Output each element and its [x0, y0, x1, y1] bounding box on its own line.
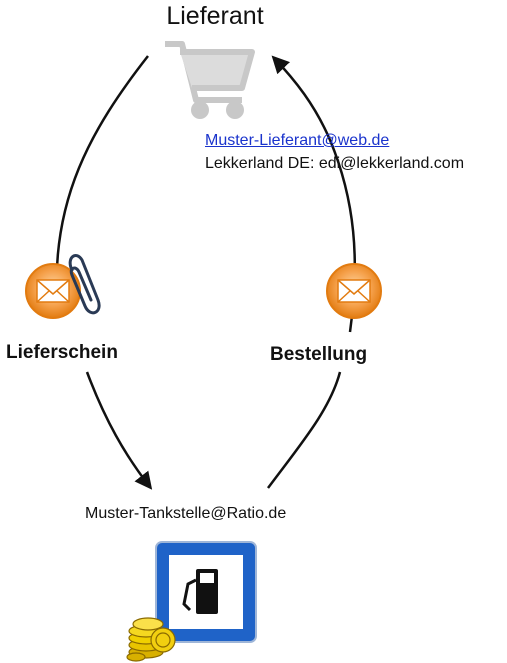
- lieferschein-label: Lieferschein: [6, 342, 118, 363]
- mail-icon: [326, 263, 382, 319]
- supplier-title: Lieferant: [166, 2, 264, 30]
- coins-icon: [126, 617, 176, 662]
- bestellung-label: Bestellung: [270, 344, 368, 365]
- mail-icon: [25, 263, 81, 319]
- supplier-email-link[interactable]: Muster-Lieferant@web.de: [205, 132, 390, 149]
- right-arc-lower: [266, 371, 342, 489]
- paperclip-icon: [68, 254, 101, 315]
- gas-station-sign-icon: [155, 541, 257, 643]
- station-email: Muster-Tankstelle@Ratio.de: [85, 505, 287, 522]
- shopping-cart-icon: [165, 41, 255, 119]
- left-arc-lower: [85, 371, 153, 490]
- left-arc-upper: [55, 55, 149, 301]
- supplier-edi-line: Lekkerland DE: edi@lekkerland.com: [205, 155, 465, 172]
